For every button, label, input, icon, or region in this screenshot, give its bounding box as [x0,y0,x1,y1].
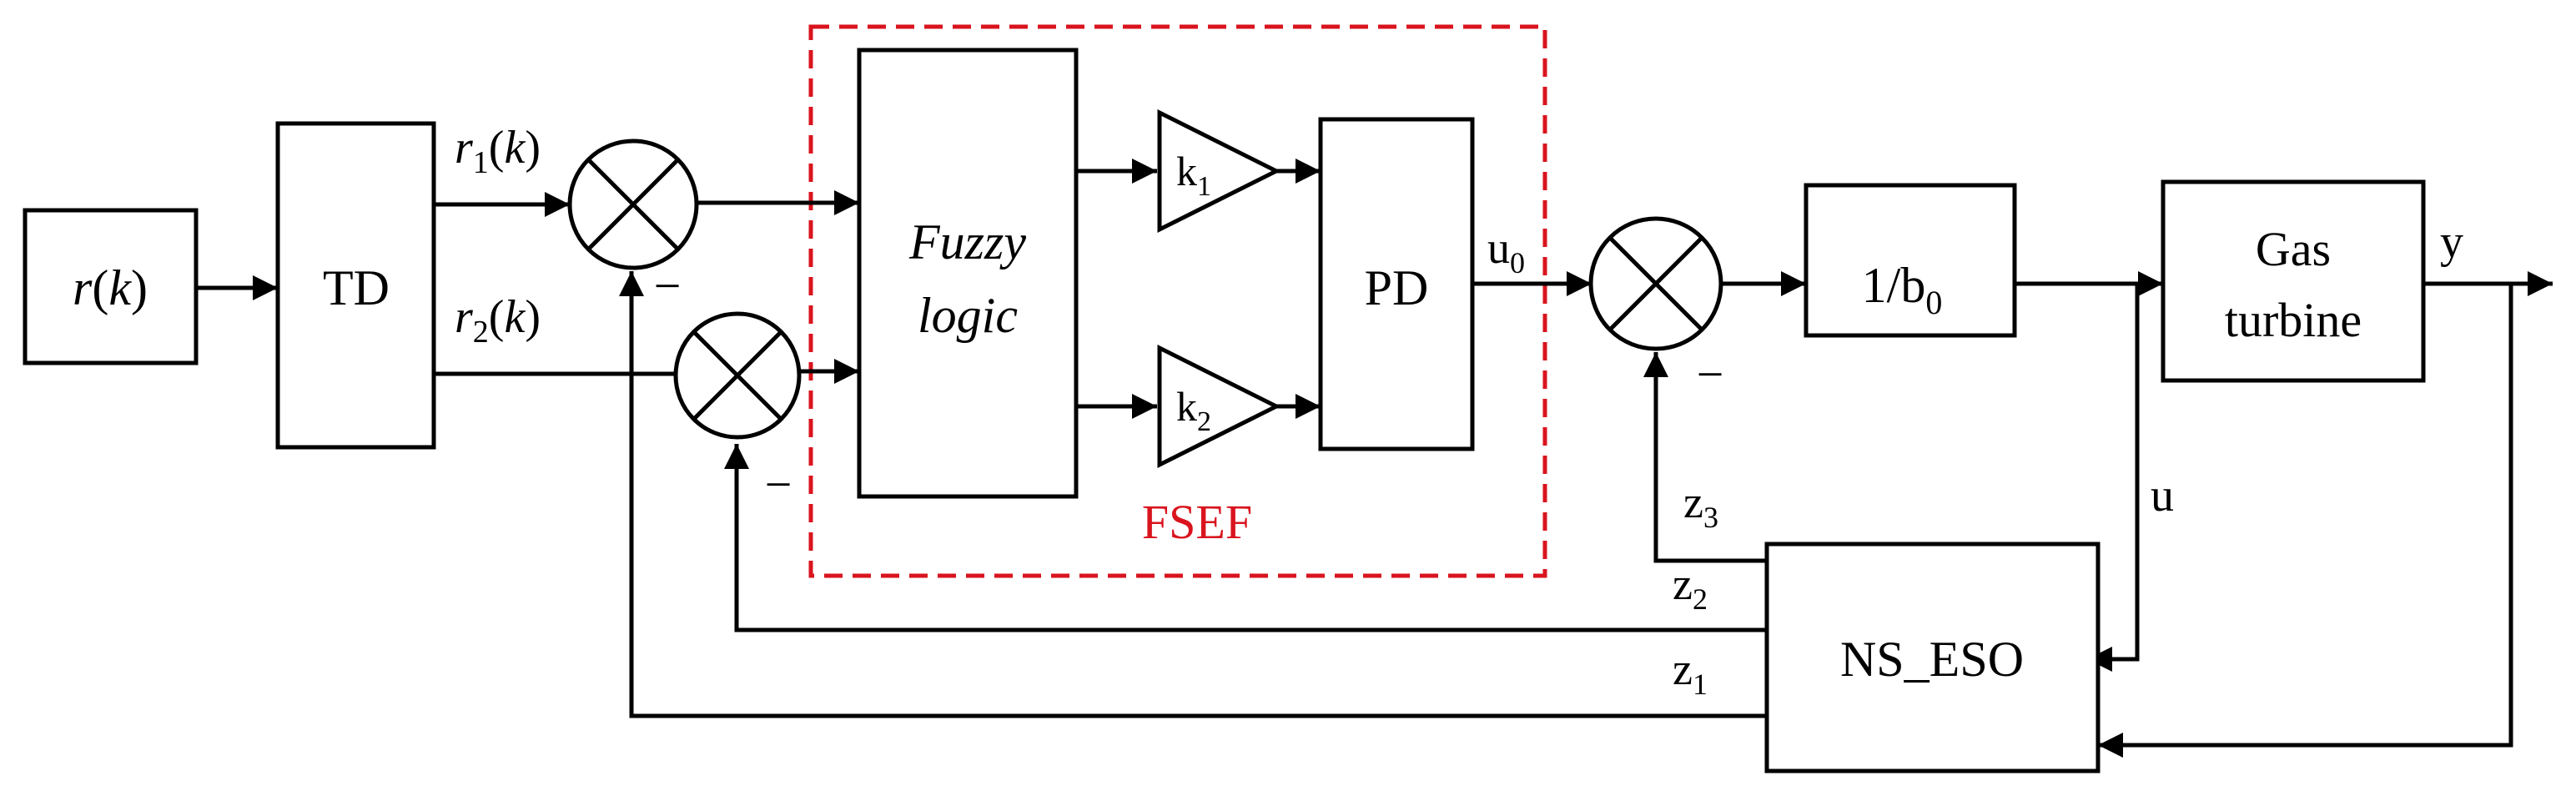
signal-label-y: y [2440,216,2463,268]
wire-z2-to-sum2 [724,444,1767,632]
wire-z1-to-sum1 [619,271,1767,718]
gas-turbine-block: Gas turbine [2161,179,2426,383]
svg-text:logic: logic [918,288,1018,343]
svg-text:TD: TD [323,260,390,315]
wire-y-to-observer [2098,284,2513,758]
svg-text:NS_ESO: NS_ESO [1840,632,2024,687]
gain-k1-block: k1 [1157,108,1281,234]
signal-label-r2: r2(k) [455,291,541,350]
minus-sign-sum3: − [1697,347,1724,401]
signal-label-r1: r1(k) [455,122,541,180]
ns-eso-block: NS_ESO [1764,542,2101,773]
svg-text:Gas: Gas [2256,222,2331,276]
svg-text:Fuzzy: Fuzzy [908,214,1026,270]
pd-block: PD [1318,117,1475,451]
wire-z3-to-sum3 [1643,352,1767,563]
signal-label-u: u [2151,470,2174,521]
minus-sign-sum1: − [654,259,682,313]
summing-junction-3 [1588,216,1723,351]
gain-k2-block: k2 [1157,344,1281,469]
signal-label-z1: z1 [1673,644,1708,701]
summing-junction-1 [567,139,699,270]
svg-text:k2: k2 [1176,383,1211,437]
svg-text:1/b0: 1/b0 [1862,258,1943,321]
svg-text:r(k): r(k) [73,260,148,315]
fuzzy-logic-block: Fuzzy logic [857,48,1079,499]
fsef-label: FSEF [1142,495,1252,549]
svg-text:k1: k1 [1176,148,1211,202]
signal-label-u0: u0 [1487,223,1525,280]
summing-junction-2 [673,311,802,440]
signal-label-z3: z3 [1683,477,1718,534]
inverse-b0-block: 1/b0 [1804,183,2017,338]
source-block: r(k) [23,208,199,365]
signal-label-z2: z2 [1673,559,1708,616]
svg-text:PD: PD [1365,260,1429,315]
svg-text:turbine: turbine [2225,293,2362,347]
minus-sign-sum2: − [765,457,792,511]
wire-u-to-observer [2087,284,2140,672]
td-block: TD [275,121,436,450]
fsef-boundary [808,24,1547,578]
